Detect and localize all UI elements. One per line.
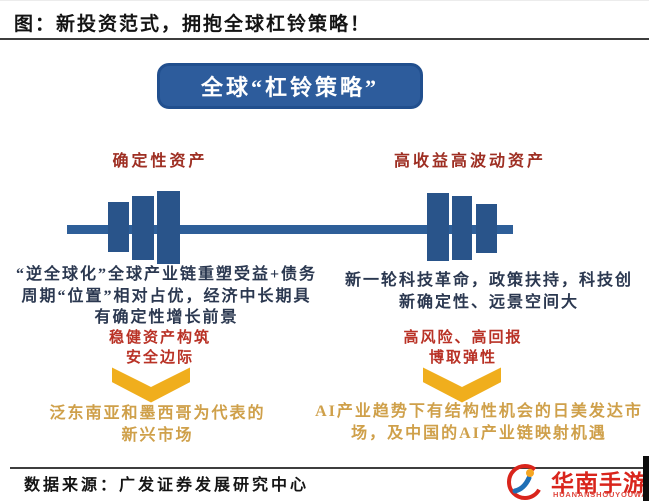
right-highlight: 高风险、高回报 博取弹性 [358, 329, 568, 368]
left-description: “逆全球化”全球产业链重塑受益+债务周期“位置”相对占优，经济中长期具有确定性增… [15, 266, 318, 327]
right-column-label: 高收益高波动资产 [393, 153, 546, 170]
barbell-bar [67, 225, 513, 234]
barbell-plate-right-large [427, 193, 449, 261]
barbell-plate-right-small [476, 204, 497, 253]
right-conclusion: AI产业趋势下有结构性机会的日美发达市场，及中国的AI产业链映射机遇 [315, 403, 643, 442]
left-conclusion-line2: 新兴市场 [121, 426, 194, 444]
footer-divider [10, 467, 649, 469]
left-highlight: 稳健资产构筑 安全边际 [55, 329, 265, 368]
left-highlight-line2: 安全边际 [125, 349, 194, 366]
watermark-logo-icon [507, 464, 543, 500]
figure-title: 图：新投资范式，拥抱全球杠铃策略！ [14, 14, 372, 35]
main-title: 全球“杠铃策略” [200, 75, 379, 100]
down-arrow-icon-left [112, 367, 190, 403]
data-source: 数据来源：广发证券发展研究中心 [24, 477, 310, 494]
barbell-plate-right-medium [452, 196, 472, 260]
left-conclusion: 泛东南亚和墨西哥为代表的 新兴市场 [25, 403, 290, 446]
main-title-box: 全球“杠铃策略” [157, 63, 423, 109]
barbell-plate-left-small [108, 202, 129, 252]
down-arrow-icon-right [423, 367, 501, 403]
right-description: 新一轮科技革命，政策扶持，科技创新确定性、远景空间大 [344, 272, 633, 311]
watermark-romanized: HUANANSHOUYOUWANG [553, 490, 649, 499]
watermark-name: 华南手游网 [551, 470, 647, 496]
left-conclusion-line1: 泛东南亚和墨西哥为代表的 [49, 405, 266, 422]
barbell-plate-left-large [157, 191, 180, 264]
right-highlight-line2: 博取弹性 [428, 349, 497, 366]
right-edge-bar [643, 456, 649, 501]
left-highlight-line1: 稳健资产构筑 [108, 330, 211, 346]
left-column-label: 确定性资产 [112, 153, 208, 170]
barbell-icon [67, 191, 513, 264]
barbell-plate-left-medium [132, 196, 154, 260]
header-divider [0, 38, 649, 40]
right-highlight-line1: 高风险、高回报 [403, 330, 523, 346]
